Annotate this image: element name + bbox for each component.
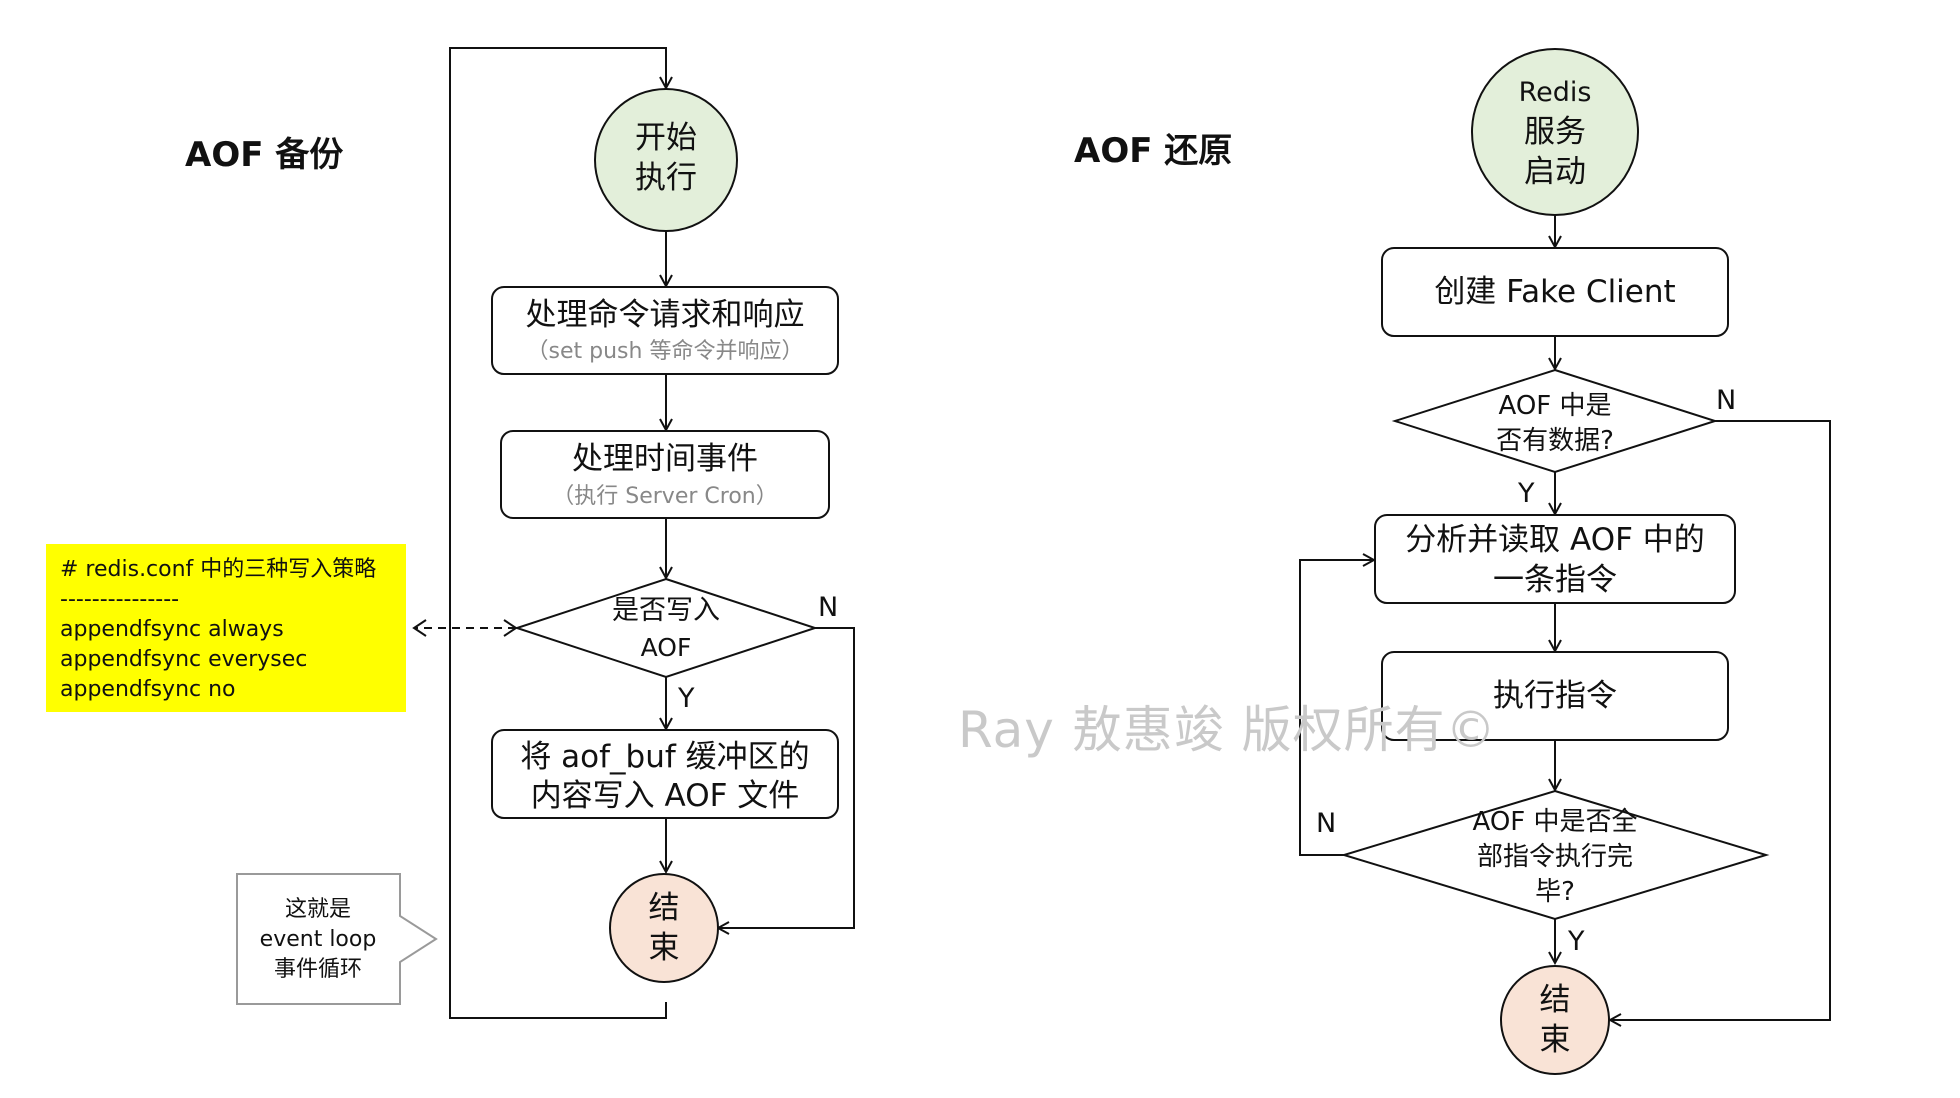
note-line5: appendfsync no xyxy=(60,677,236,702)
callout-line2: event loop xyxy=(260,927,377,952)
note-line2: --------------- xyxy=(60,587,179,612)
note-line3: appendfsync always xyxy=(60,617,284,642)
left-step3-line2: 内容写入 AOF 文件 xyxy=(531,778,800,814)
edge-r-d1-no xyxy=(1610,420,1831,1020)
left-decision-line1: 是否写入 xyxy=(612,595,720,626)
note-link-arrow-right xyxy=(503,619,518,637)
right-end-line1: 结 xyxy=(1540,982,1571,1018)
right-title: AOF 还原 xyxy=(1074,131,1232,171)
left-step3-line1: 将 aof_buf 缓冲区的 xyxy=(520,739,809,775)
right-start-line1: Redis xyxy=(1519,77,1592,108)
watermark: Ray 敖惠竣 版权所有© xyxy=(958,701,1497,759)
left-yes-label: Y xyxy=(677,683,695,714)
note-line4: appendfsync everysec xyxy=(60,647,307,672)
left-start-line2: 执行 xyxy=(635,160,697,196)
strategy-note xyxy=(46,544,406,712)
left-decision-node xyxy=(513,577,819,679)
right-step2-line2: 一条指令 xyxy=(1493,562,1617,598)
right-d2-yes-label: Y xyxy=(1567,926,1585,957)
right-decision1-line2: 否有数据? xyxy=(1496,426,1614,456)
left-step1-main: 处理命令请求和响应 xyxy=(526,297,805,333)
note-line1: # redis.conf 中的三种写入策略 xyxy=(60,557,376,582)
left-title: AOF 备份 xyxy=(185,135,343,175)
right-end-line2: 束 xyxy=(1540,1022,1571,1058)
left-start-line1: 开始 xyxy=(635,120,697,156)
right-decision2-line1: AOF 中是否全 xyxy=(1472,807,1637,837)
right-step1-label: 创建 Fake Client xyxy=(1434,274,1675,310)
left-decision-line2: AOF xyxy=(641,633,692,662)
event-loop-callout xyxy=(236,873,438,1005)
right-decision2-line3: 毕? xyxy=(1535,877,1575,907)
left-step2-sub: （执行 Server Cron） xyxy=(552,484,777,509)
right-d1-no-label: N xyxy=(1716,385,1736,416)
edge-decision-no xyxy=(718,627,855,928)
left-step1-sub: （set push 等命令并响应） xyxy=(527,339,804,364)
loop-edge xyxy=(449,47,666,1019)
left-no-label: N xyxy=(818,592,838,623)
callout-line1: 这就是 xyxy=(285,897,351,922)
right-step2-line1: 分析并读取 AOF 中的 xyxy=(1405,522,1705,558)
edge-r-d2-no xyxy=(1299,560,1374,856)
left-end-line2: 束 xyxy=(649,930,680,966)
right-d1-yes-label: Y xyxy=(1517,478,1535,509)
left-step2-main: 处理时间事件 xyxy=(572,441,758,477)
left-end-node xyxy=(609,873,719,983)
right-start-line3: 启动 xyxy=(1524,154,1586,190)
note-link-arrow-left xyxy=(412,619,427,637)
right-start-line2: 服务 xyxy=(1524,114,1586,150)
callout-line3: 事件循环 xyxy=(274,957,362,982)
right-d2-no-label: N xyxy=(1316,808,1336,839)
right-decision2-line2: 部指令执行完 xyxy=(1477,842,1633,872)
right-step3-label: 执行指令 xyxy=(1493,678,1617,714)
right-decision1-node xyxy=(1391,368,1719,474)
right-decision1-line1: AOF 中是 xyxy=(1498,391,1611,421)
left-end-line1: 结 xyxy=(649,890,680,926)
right-end-node xyxy=(1500,965,1610,1075)
